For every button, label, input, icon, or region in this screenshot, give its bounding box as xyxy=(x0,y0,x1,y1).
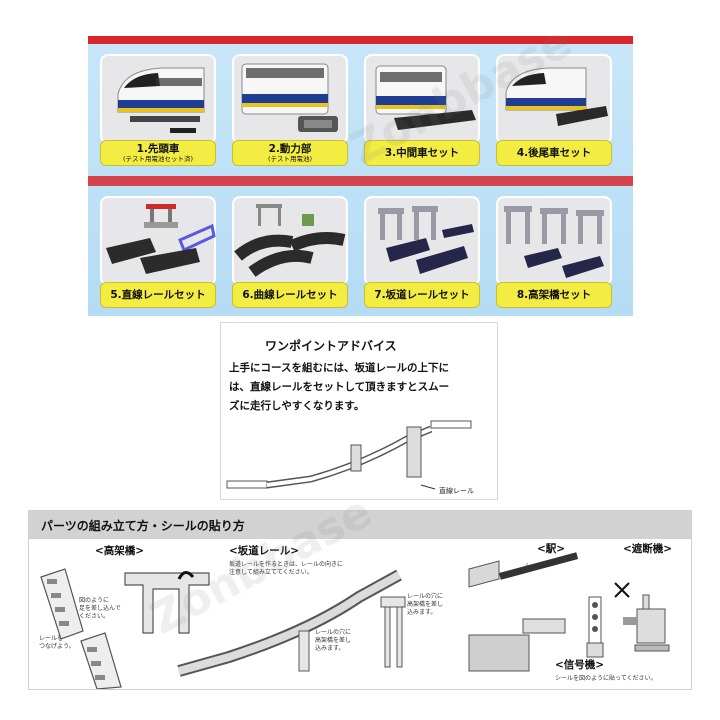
note-signal-sticker: シールを図のように貼ってください。 xyxy=(555,675,657,682)
straight-rail-caption: 直線レール xyxy=(439,487,474,495)
catalog-item-straight-rail: 5.直線レールセット xyxy=(96,192,220,312)
assembly-header: パーツの組み立て方・シールの貼り方 xyxy=(29,511,691,539)
product-catalog: 1.先頭車 (テスト用電池セット済) 2.動力部 (テスト用電池) xyxy=(88,36,633,316)
section-bridge: <高架橋> xyxy=(95,545,145,557)
note-slope-insert: レールの穴に 高架橋を差し 込みます。 xyxy=(315,629,352,652)
advice-line: ズに走行しやすくなります。 xyxy=(229,400,365,412)
item-name: 4.後尾車セット xyxy=(516,147,592,159)
note-bridge-insert: 図のように 足を差し込んで ください。 xyxy=(79,597,121,620)
item-name: 6.曲線レールセット xyxy=(242,289,338,301)
item-name: 2.動力部 xyxy=(268,143,312,155)
advice-line: は、直線レールをセットして頂きますとスムー xyxy=(229,381,450,393)
note-slope-desc: 坂道レールを作るときは、レールの向きに 注意して組み立ててください。 xyxy=(229,561,344,576)
item-subnote: (テスト用電池セット済) xyxy=(122,155,194,163)
section-station: <駅> xyxy=(537,543,566,555)
catalog-item-middle-car: 3.中間車セット xyxy=(360,50,484,170)
catalog-item-label: 6.曲線レールセット xyxy=(232,282,348,308)
item-name: 1.先頭車 xyxy=(136,143,180,155)
assembly-diagram xyxy=(40,552,670,689)
note-station-insert: レールの穴に 高架橋を差し 込みます。 xyxy=(407,593,444,616)
item-subnote: (テスト用電池) xyxy=(267,155,313,163)
catalog-item-label: 1.先頭車 (テスト用電池セット済) xyxy=(100,140,216,166)
advice-line: 上手にコースを組むには、坂道レールの上下に xyxy=(229,362,449,374)
item-name: 8.高架橋セット xyxy=(516,289,592,301)
catalog-item-label: 3.中間車セット xyxy=(364,140,480,166)
advice-title: ワンポイントアドバイス xyxy=(265,339,397,353)
item-name: 3.中間車セット xyxy=(384,147,460,159)
catalog-item-curved-rail: 6.曲線レールセット xyxy=(228,192,352,312)
catalog-item-label: 4.後尾車セット xyxy=(496,140,612,166)
power-unit-image xyxy=(232,54,348,144)
middle-car-image xyxy=(364,54,480,144)
catalog-item-power-unit: 2.動力部 (テスト用電池) xyxy=(228,50,352,170)
advice-text: 上手にコースを組むには、坂道レールの上下に は、直線レールをセットして頂きますと… xyxy=(229,359,491,416)
catalog-item-label: 5.直線レールセット xyxy=(100,282,216,308)
catalog-item-label: 7.坂道レールセット xyxy=(364,282,480,308)
slope-course-diagram xyxy=(226,420,472,490)
catalog-item-tail-car: 4.後尾車セット xyxy=(492,50,616,170)
catalog-item-viaduct: 8.高架橋セット xyxy=(492,192,616,312)
item-name: 7.坂道レールセット xyxy=(374,289,470,301)
tail-car-image xyxy=(496,54,612,144)
slope-rail-image xyxy=(364,196,480,286)
section-signal: <信号機> xyxy=(555,659,605,671)
assembly-panel: パーツの組み立て方・シールの貼り方 <高架橋> <坂道レール> <駅> <遮断機… xyxy=(28,510,692,690)
catalog-item-lead-car: 1.先頭車 (テスト用電池セット済) xyxy=(96,50,220,170)
catalog-item-label: 2.動力部 (テスト用電池) xyxy=(232,140,348,166)
item-name: 5.直線レールセット xyxy=(110,289,206,301)
curved-rail-image xyxy=(232,196,348,286)
assembly-title: パーツの組み立て方・シールの貼り方 xyxy=(41,519,245,533)
section-crossing: <遮断機> xyxy=(623,543,673,555)
catalog-item-label: 8.高架橋セット xyxy=(496,282,612,308)
advice-panel: ワンポイントアドバイス 上手にコースを組むには、坂道レールの上下に は、直線レー… xyxy=(220,322,498,500)
section-slope: <坂道レール> xyxy=(229,545,300,557)
catalog-item-slope-rail: 7.坂道レールセット xyxy=(360,192,484,312)
viaduct-image xyxy=(496,196,612,286)
note-bridge-connect: レールを つなげよう。 xyxy=(39,635,75,650)
straight-rail-image xyxy=(100,196,216,286)
lead-car-image xyxy=(100,54,216,144)
